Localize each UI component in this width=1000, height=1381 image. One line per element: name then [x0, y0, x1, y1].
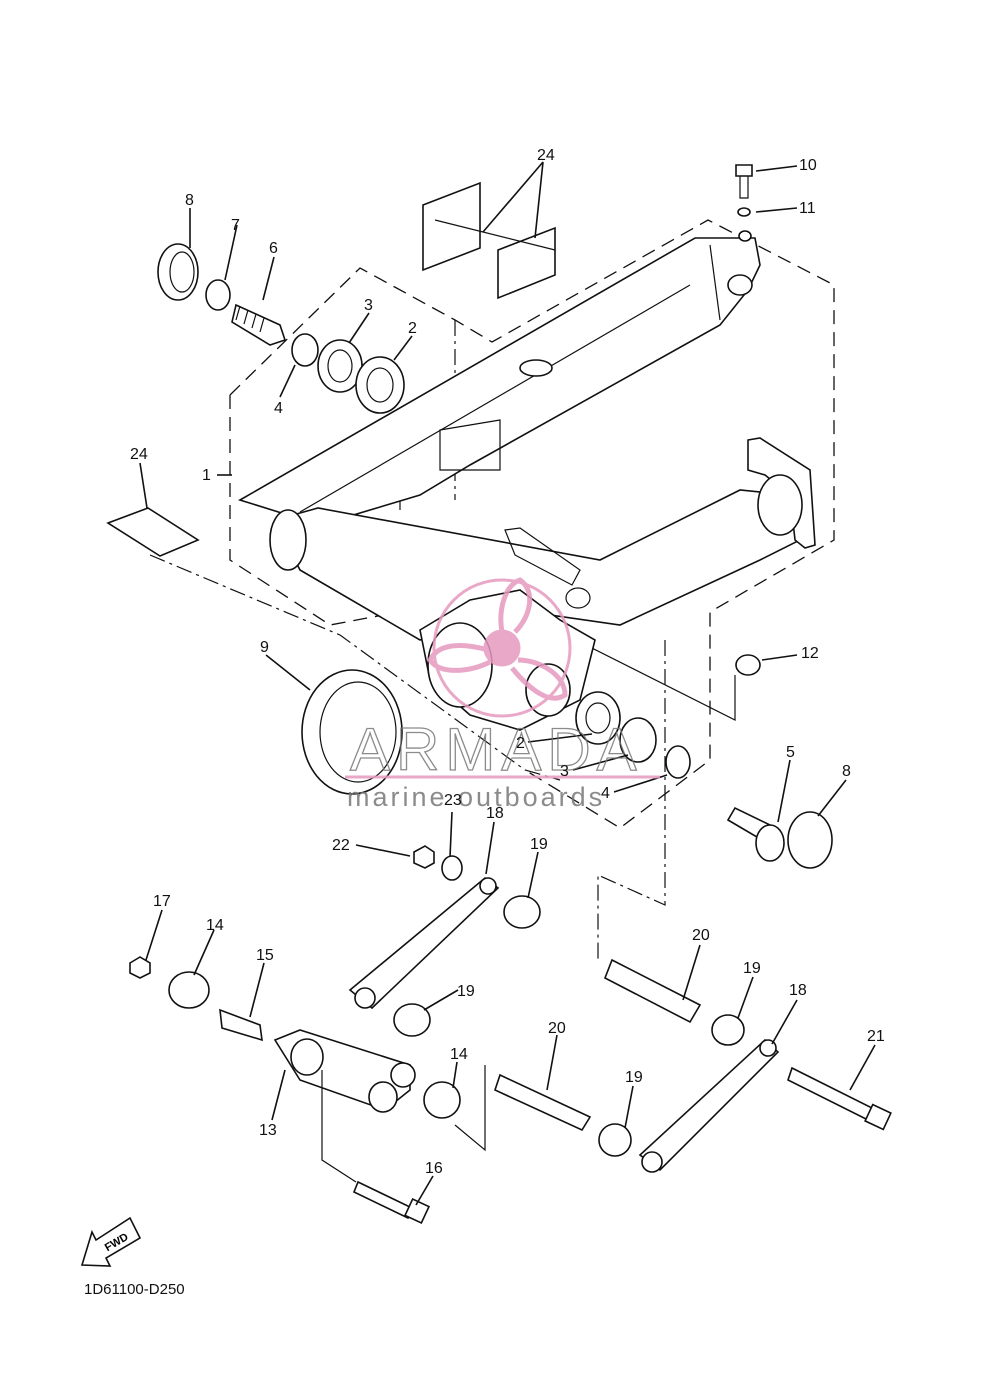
callout-2-top: 2: [408, 320, 417, 337]
decal-parts: [106, 181, 556, 557]
callout-2-mid: 2: [516, 735, 525, 752]
linkage-parts: [129, 845, 892, 1225]
callout-labels: 24 10 11 8 7 6 3 2 4 1 24 12 9 2 3 4 5 8…: [130, 147, 885, 1177]
callout-9: 9: [260, 639, 269, 656]
fwd-arrow-icon: FWD: [80, 1216, 142, 1267]
swingarm-body: [238, 230, 816, 731]
callout-18-lower: 18: [789, 982, 807, 999]
callout-19-c: 19: [457, 983, 475, 1000]
pivot-parts-left: [157, 243, 405, 414]
callout-23: 23: [444, 792, 462, 809]
propeller-logo-icon: [427, 577, 572, 718]
callout-19-d: 19: [625, 1069, 643, 1086]
callout-12: 12: [801, 645, 819, 662]
callout-8-top: 8: [185, 192, 194, 209]
callout-22: 22: [332, 837, 350, 854]
callout-4-mid: 4: [601, 785, 610, 802]
callout-5: 5: [786, 744, 795, 761]
callout-11: 11: [799, 200, 816, 217]
callout-17: 17: [153, 893, 171, 910]
leader-lines: [139, 161, 876, 1206]
callout-4-top: 4: [274, 400, 283, 417]
callout-19-b: 19: [743, 960, 761, 977]
callout-3-mid: 3: [560, 763, 569, 780]
callout-8-right: 8: [842, 763, 851, 780]
callout-1: 1: [202, 467, 211, 484]
callout-10: 10: [799, 157, 817, 174]
callout-13: 13: [259, 1122, 277, 1139]
callout-24-left: 24: [130, 446, 148, 463]
callout-3-top: 3: [364, 297, 373, 314]
callout-20-right: 20: [692, 927, 710, 944]
callout-20-lower: 20: [548, 1020, 566, 1037]
callout-14-lower: 14: [450, 1046, 468, 1063]
callout-7: 7: [231, 217, 240, 234]
callout-16: 16: [425, 1160, 443, 1177]
watermark: ARMADA marine outboards: [345, 577, 660, 812]
diagram-code: 1D61100-D250: [84, 1281, 185, 1298]
callout-24-top: 24: [537, 147, 555, 164]
callout-18-upper: 18: [486, 805, 504, 822]
watermark-tagline: marine outboards: [347, 782, 605, 812]
callout-14-left: 14: [206, 917, 224, 934]
callout-6: 6: [269, 240, 278, 257]
callout-19-a: 19: [530, 836, 548, 853]
callout-21: 21: [867, 1028, 885, 1045]
pivot-parts-right: [301, 164, 833, 869]
callout-15: 15: [256, 947, 274, 964]
watermark-brand: ARMADA: [350, 716, 643, 783]
